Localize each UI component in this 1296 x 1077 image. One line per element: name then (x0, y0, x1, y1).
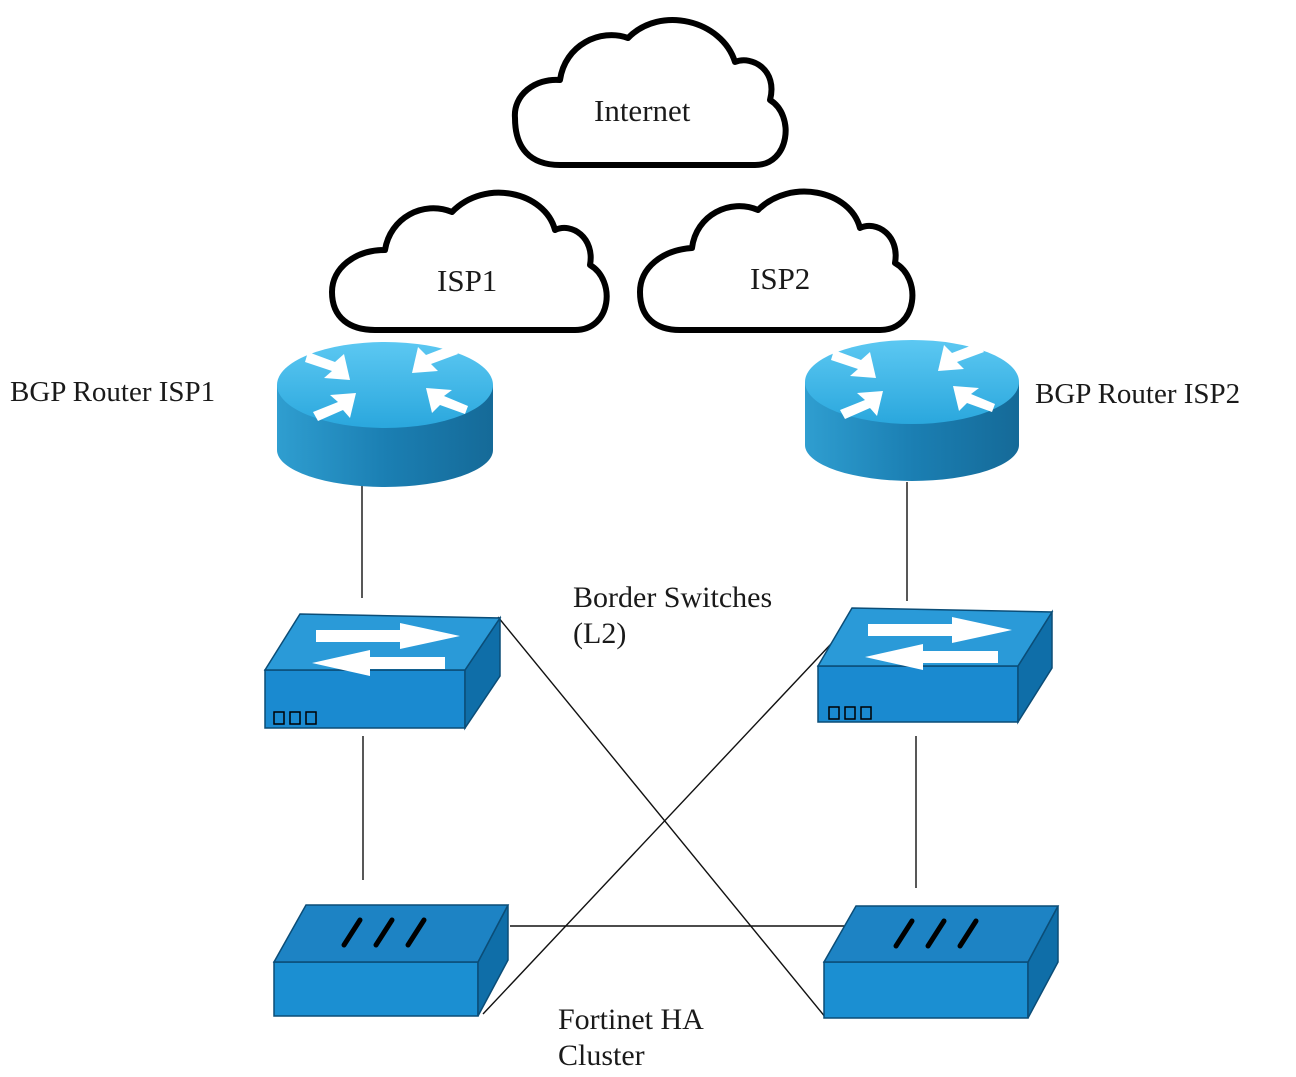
isp1-label: ISP1 (437, 263, 498, 298)
isp2-cloud (637, 188, 916, 333)
fortinet-cluster-label-line2: Cluster (558, 1039, 645, 1072)
border-switches-label: Border Switches (L2) (573, 580, 772, 652)
border-switches-label-line1: Border Switches (573, 581, 773, 614)
fortinet-cluster-label: Fortinet HA Cluster (558, 1002, 704, 1074)
fortinet-cluster-label-line1: Fortinet HA (558, 1003, 704, 1036)
firewall-node-2 (822, 905, 1060, 1019)
border-switch-1 (263, 613, 502, 731)
firewall-icon (272, 904, 1060, 1019)
isp1-cloud (329, 189, 610, 333)
link-switch1-firewall2 (497, 616, 827, 1019)
connections (361, 482, 917, 1019)
border-switch-2 (816, 607, 1054, 725)
internet-cloud (511, 17, 789, 168)
link-switch2-firewall1 (482, 610, 863, 1015)
switch-icon (263, 607, 1054, 731)
router-isp2-label: BGP Router ISP2 (1035, 378, 1241, 410)
cloud-icon (329, 17, 916, 333)
router-icon (277, 340, 1019, 487)
router-isp2 (805, 340, 1019, 481)
internet-label: Internet (594, 93, 691, 128)
router-isp1 (277, 342, 493, 487)
firewall-node-1 (272, 904, 510, 1017)
isp2-label: ISP2 (750, 261, 811, 296)
router-isp1-label: BGP Router ISP1 (10, 376, 216, 408)
border-switches-label-line2: (L2) (573, 617, 627, 650)
